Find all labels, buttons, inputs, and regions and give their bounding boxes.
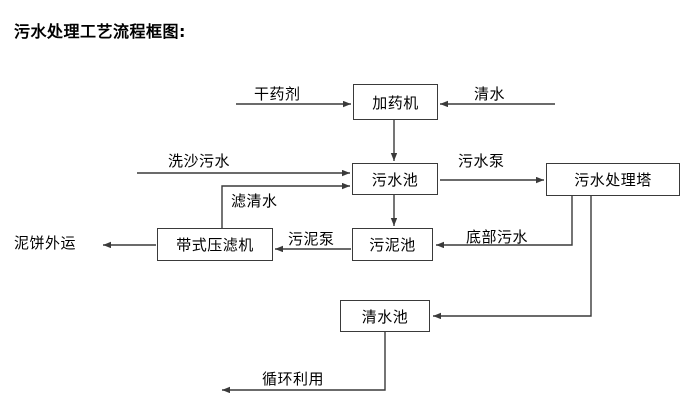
edge-tower-to-sludge-pool — [436, 196, 573, 249]
edge-tower-to-clear-pool — [433, 196, 592, 320]
node-label: 加药机 — [372, 93, 419, 112]
node-label: 污泥池 — [369, 236, 416, 254]
node-label: 污水处理塔 — [574, 171, 652, 189]
edge-label-sewage-pump: 污水泵 — [458, 152, 505, 170]
node-sludge-pool[interactable]: 污泥池 — [352, 228, 433, 261]
node-dosing-machine[interactable]: 加药机 — [353, 84, 438, 120]
terminal-mud-cake-out: 泥饼外运 — [14, 234, 77, 252]
edge-label-clean-water: 清水 — [474, 85, 506, 103]
edge-label-bottom-sewage: 底部污水 — [466, 228, 529, 246]
page-title: 污水处理工艺流程框图: — [14, 22, 186, 41]
node-sewage-pool[interactable]: 污水池 — [352, 163, 438, 195]
node-clear-water-pool[interactable]: 清水池 — [340, 300, 430, 332]
edge-label-filtered-water: 滤清水 — [231, 192, 278, 210]
node-belt-filter-press[interactable]: 带式压滤机 — [157, 228, 273, 261]
edge-label-dry-chemical: 干药剂 — [254, 85, 301, 103]
edge-label-sludge-pump: 污泥泵 — [288, 230, 335, 248]
node-treatment-tower[interactable]: 污水处理塔 — [546, 163, 680, 196]
node-label: 带式压滤机 — [176, 236, 254, 254]
node-label: 清水池 — [361, 307, 409, 326]
node-label: 污水池 — [371, 170, 419, 189]
edge-label-recycle-use: 循环利用 — [262, 370, 325, 388]
edge-label-sand-washing-sewage: 洗沙污水 — [168, 152, 231, 170]
edge-filtered-water-to-sewage-pool — [221, 182, 350, 228]
edge-clear-pool-to-recycle — [222, 332, 386, 394]
